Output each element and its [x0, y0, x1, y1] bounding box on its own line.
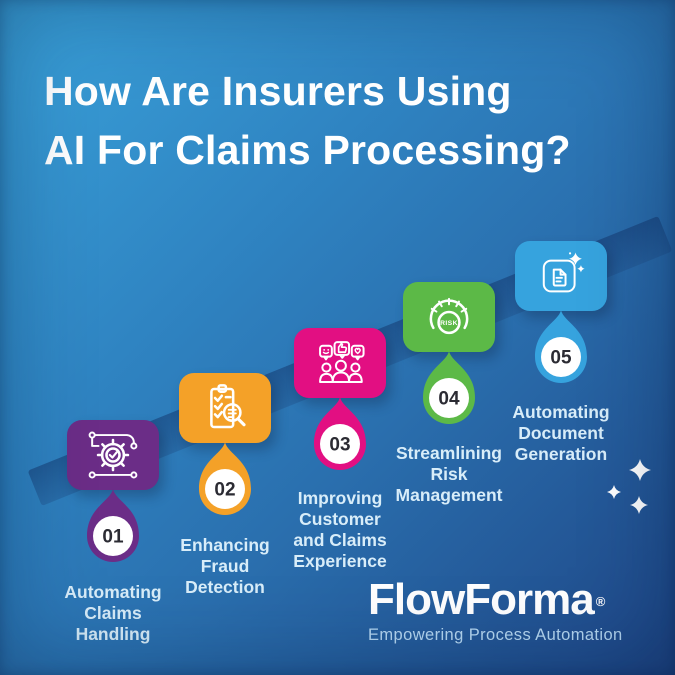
- step-1-icon-box: [67, 420, 159, 490]
- step-5-icon-box: [515, 241, 607, 311]
- document-sparkle-icon: [542, 252, 585, 293]
- step-2-icon-box: [179, 373, 271, 443]
- step-5-number: 05: [550, 348, 572, 369]
- page-title: How Are Insurers Using AI For Claims Pro…: [44, 68, 571, 173]
- risk-gauge-icon: RISK: [429, 297, 469, 335]
- brand-tagline: Empowering Process Automation: [368, 626, 623, 644]
- step-2-number-drop: 02: [199, 442, 251, 515]
- step-3-number-drop: 03: [314, 397, 366, 470]
- flowforma-logo: FlowForma: [368, 575, 595, 624]
- step-4-label: Streamlining Risk Management: [395, 443, 503, 505]
- step-3-label: Improving Customer and Claims Experience: [293, 488, 387, 571]
- step-4-icon-box: RISK: [403, 282, 495, 352]
- sparkle-stars-icon: [607, 459, 651, 514]
- step-3-icon-box: [294, 328, 386, 398]
- step-4-number-drop: 04: [423, 351, 475, 424]
- step-1-number-drop: 01: [87, 489, 139, 562]
- step-5-label: Automating Document Generation: [512, 402, 610, 464]
- workflow-gear-icon: [88, 431, 138, 479]
- step-2-label: Enhancing Fraud Detection: [180, 535, 270, 597]
- step-1-number: 01: [102, 527, 124, 548]
- step-1-label: Automating Claims Handling: [64, 582, 162, 644]
- step-5-number-drop: 05: [535, 310, 587, 383]
- brand-block: FlowForma ® Empowering Process Automatio…: [368, 578, 623, 645]
- registered-mark: ®: [595, 594, 606, 609]
- step-2-number: 02: [214, 480, 235, 501]
- customer-feedback-people-icon: [319, 341, 365, 384]
- step-3-number: 03: [329, 435, 350, 456]
- risk-gauge-text: RISK: [440, 320, 458, 327]
- step-4-number: 04: [438, 389, 460, 410]
- fraud-checklist-magnifier-icon: [210, 384, 246, 429]
